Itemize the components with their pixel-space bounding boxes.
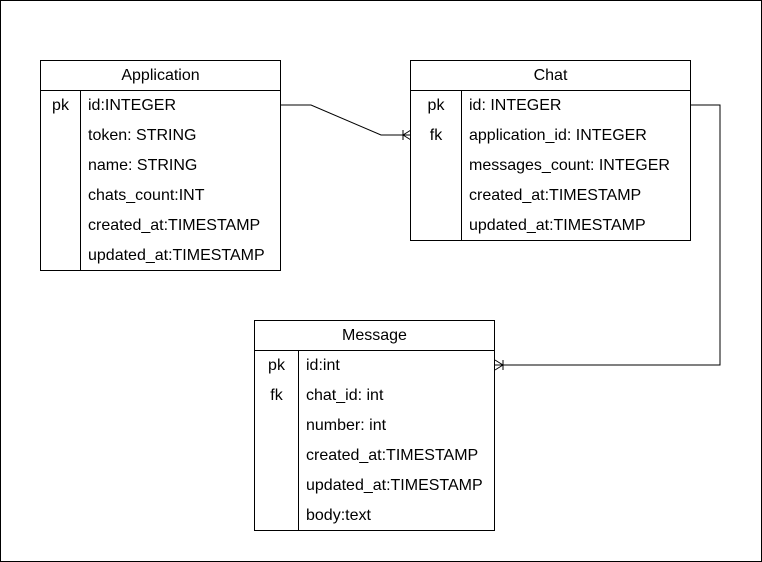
field-row: number: int — [255, 411, 494, 441]
key-marker — [255, 411, 298, 441]
field-label: id:int — [306, 357, 340, 374]
entity-title: Message — [255, 321, 494, 351]
field-label: number: int — [306, 417, 387, 434]
key-marker — [411, 151, 461, 181]
entity-chat[interactable]: Chat pk id: INTEGER fk application_id: I… — [410, 60, 691, 241]
field-row: token: STRING — [41, 121, 280, 151]
key-marker — [255, 441, 298, 471]
field-row: chats_count:INT — [41, 181, 280, 211]
field-row: updated_at:TIMESTAMP — [255, 471, 494, 501]
field-row: updated_at:TIMESTAMP — [41, 241, 280, 271]
field-label: name: STRING — [88, 157, 198, 174]
field-row: pk id:int — [255, 351, 494, 381]
key-marker: pk — [52, 97, 69, 114]
field-label: chat_id: int — [306, 387, 384, 404]
relation-application-chat — [281, 104, 412, 141]
key-marker — [41, 181, 80, 211]
entity-fields: pk id:int fk chat_id: int number: int cr… — [255, 351, 494, 530]
field-label: application_id: INTEGER — [469, 127, 647, 144]
key-marker — [255, 471, 298, 501]
entity-application[interactable]: Application pk id:INTEGER token: STRING … — [40, 60, 281, 271]
key-marker — [411, 181, 461, 211]
field-label: chats_count:INT — [88, 187, 205, 204]
field-label: id:INTEGER — [88, 97, 177, 114]
field-label: id: INTEGER — [469, 97, 562, 114]
relation-chat-message — [494, 104, 721, 371]
key-marker: fk — [429, 127, 443, 144]
key-column-divider — [298, 351, 299, 530]
field-row: messages_count: INTEGER — [411, 151, 690, 181]
field-row: fk application_id: INTEGER — [411, 121, 690, 151]
key-marker — [41, 151, 80, 181]
entity-message[interactable]: Message pk id:int fk chat_id: int number… — [254, 320, 495, 531]
field-row: created_at:TIMESTAMP — [41, 211, 280, 241]
field-label: body:text — [306, 507, 371, 524]
key-marker: pk — [427, 97, 445, 114]
field-label: messages_count: INTEGER — [469, 157, 670, 174]
field-label: created_at:TIMESTAMP — [469, 187, 642, 204]
key-marker: pk — [268, 357, 285, 374]
field-row: pk id: INTEGER — [411, 91, 690, 121]
key-marker — [41, 121, 80, 151]
field-row: updated_at:TIMESTAMP — [411, 211, 690, 241]
key-marker — [411, 211, 461, 241]
entity-title: Chat — [411, 61, 690, 91]
field-label: updated_at:TIMESTAMP — [88, 247, 265, 264]
entity-title: Application — [41, 61, 280, 91]
entity-fields: pk id:INTEGER token: STRING name: STRING… — [41, 91, 280, 270]
field-row: created_at:TIMESTAMP — [411, 181, 690, 211]
field-row: created_at:TIMESTAMP — [255, 441, 494, 471]
key-marker: fk — [270, 387, 283, 404]
key-marker — [255, 501, 298, 531]
field-row: body:text — [255, 501, 494, 531]
key-column-divider — [80, 91, 81, 270]
field-label: updated_at:TIMESTAMP — [469, 217, 646, 234]
field-label: created_at:TIMESTAMP — [88, 217, 261, 234]
field-row: fk chat_id: int — [255, 381, 494, 411]
field-row: pk id:INTEGER — [41, 91, 280, 121]
key-marker — [41, 211, 80, 241]
key-column-divider — [461, 91, 462, 240]
field-label: updated_at:TIMESTAMP — [306, 477, 483, 494]
entity-fields: pk id: INTEGER fk application_id: INTEGE… — [411, 91, 690, 240]
field-label: token: STRING — [88, 127, 197, 144]
field-row: name: STRING — [41, 151, 280, 181]
field-label: created_at:TIMESTAMP — [306, 447, 479, 464]
key-marker — [41, 241, 80, 271]
